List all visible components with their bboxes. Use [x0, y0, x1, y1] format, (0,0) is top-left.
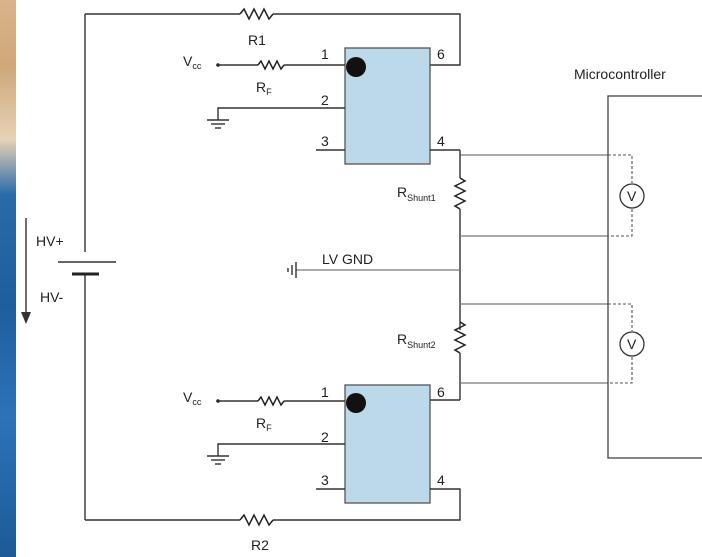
voltmeter1-label: V: [627, 188, 637, 204]
top-vcc-label: Vcc: [183, 53, 202, 71]
r2-label: R2: [251, 537, 269, 553]
lv-ground-icon: [287, 262, 297, 278]
rshunt1-label: RShunt1: [397, 184, 436, 203]
hv-minus-label: HV-: [40, 289, 64, 305]
r2-resistor-icon: [239, 513, 274, 527]
top-chip-pin-3: 3: [321, 133, 329, 149]
r1-label: R1: [248, 32, 266, 48]
bottom-ground-icon: [207, 455, 229, 465]
microcontroller-label: Microcontroller: [574, 66, 666, 82]
top-chip-pin-4: 4: [437, 133, 445, 149]
voltmeter1-bottom-lead: [608, 209, 633, 237]
bottom-chip-pin1-dot-icon: [346, 393, 366, 413]
top-chip-pin1-dot-icon: [346, 57, 366, 77]
top-chip-pin-2: 2: [321, 92, 329, 108]
top-chip-pin-1: 1: [321, 46, 329, 62]
voltmeter2-icon: [619, 331, 645, 357]
bottom-chip-pin-1: 1: [321, 384, 329, 400]
top-chip-pin-6: 6: [437, 46, 445, 62]
top-rf-label: RF: [256, 79, 272, 97]
bottom-chip-pin-6: 6: [437, 384, 445, 400]
hv-plus-label: HV+: [36, 233, 64, 249]
voltmeter2-top-lead: [608, 303, 633, 331]
bottom-chip-pin-4: 4: [437, 472, 445, 488]
voltmeter2-bottom-lead: [608, 357, 633, 384]
wire-r2-right: [273, 488, 461, 521]
rshunt2-label: RShunt2: [397, 331, 436, 350]
lv-gnd-label: LV GND: [322, 251, 373, 267]
microcontroller-box: [607, 95, 702, 459]
bottom-rf-label: RF: [256, 415, 272, 433]
bottom-chip-pin-3: 3: [321, 472, 329, 488]
top-rf-resistor-icon: [257, 59, 285, 71]
bottom-chip-pin-2: 2: [321, 429, 329, 445]
top-pin2-ground-wire: [217, 107, 345, 120]
voltmeter2-label: V: [627, 336, 637, 352]
rshunt1-resistor-icon: [453, 177, 467, 210]
bottom-rf-resistor-icon: [257, 395, 285, 407]
voltmeter1-icon: [619, 183, 645, 209]
arrow-down-icon: [21, 312, 31, 324]
rshunt2-resistor-icon: [453, 321, 467, 354]
top-ground-icon: [207, 119, 229, 129]
background-photo-strip: [0, 0, 16, 557]
voltmeter1-top-lead: [608, 154, 633, 183]
wire-r1-right: [273, 13, 461, 66]
r1-resistor-icon: [239, 7, 274, 21]
bottom-pin2-ground-wire: [217, 443, 345, 456]
bottom-vcc-label: Vcc: [183, 389, 202, 407]
